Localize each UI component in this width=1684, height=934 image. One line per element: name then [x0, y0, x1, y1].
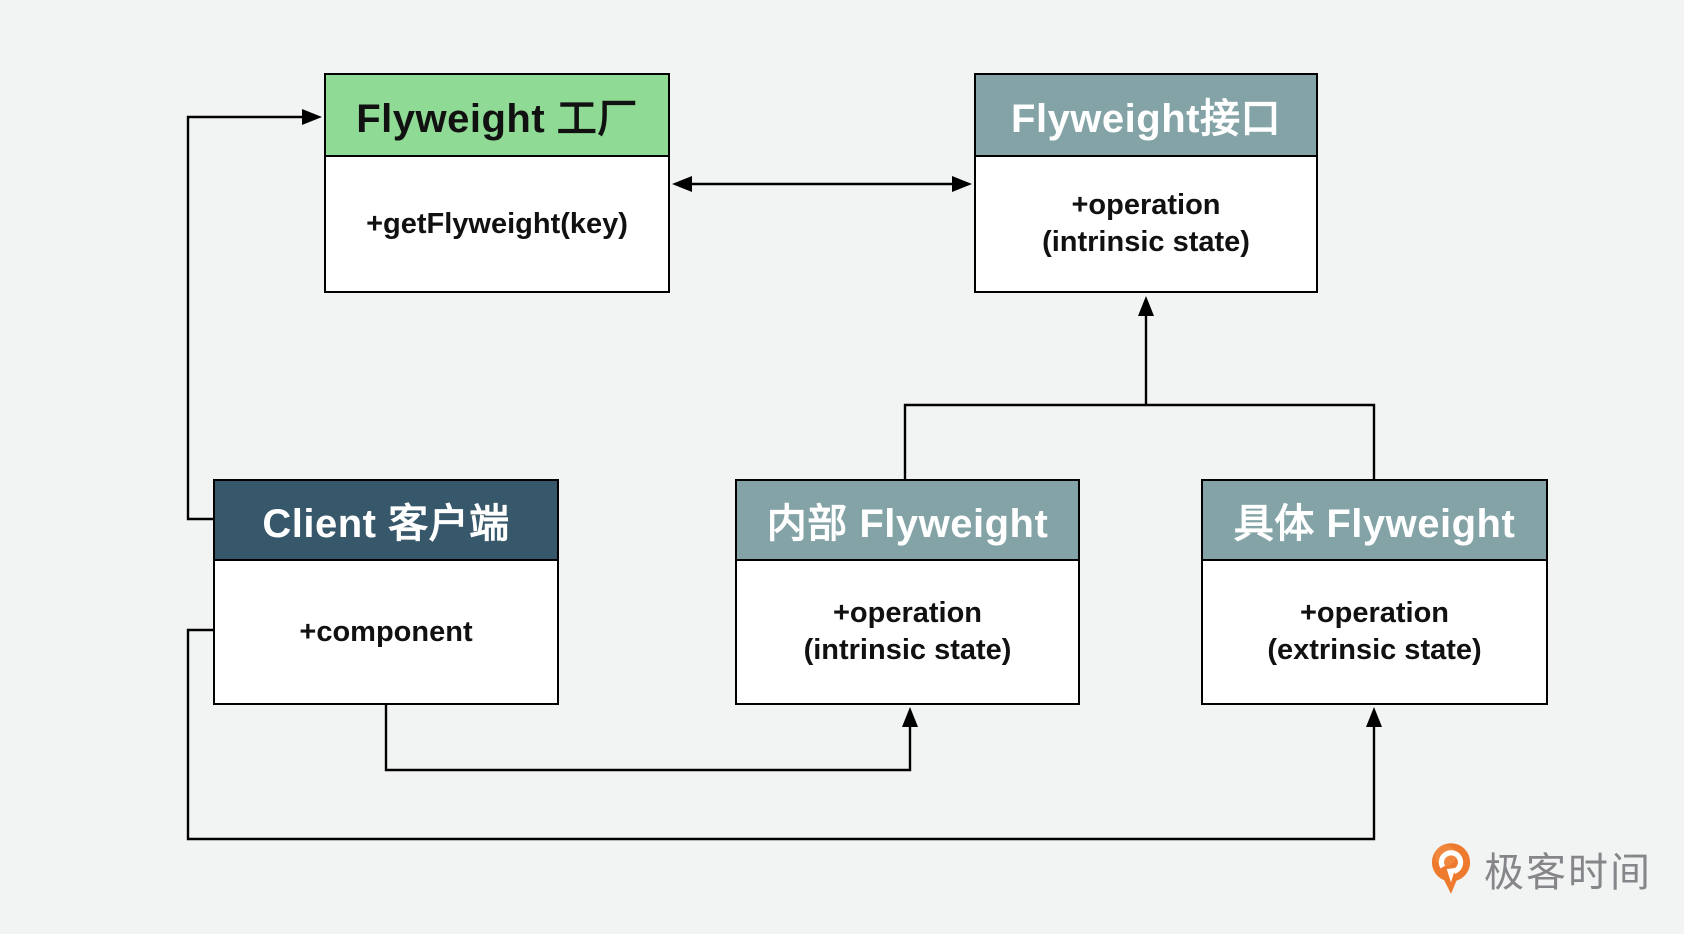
box-attribute: +component — [299, 615, 473, 648]
class-box-body: +operation (intrinsic state) — [737, 561, 1078, 703]
class-box-body: +operation (intrinsic state) — [976, 157, 1316, 291]
arrow-flyweights-to-interface — [903, 296, 1376, 479]
geektime-logo-text: 极客时间 — [1484, 851, 1652, 895]
box-method: +operation — [1071, 189, 1221, 221]
class-box-body: +getFlyweight(key) — [326, 157, 668, 291]
class-box-header: 具体 Flyweight — [1203, 481, 1546, 561]
box-method-detail: (extrinsic state) — [1267, 634, 1482, 666]
class-box-header: Flyweight接口 — [976, 75, 1316, 157]
class-box-header: Client 客户端 — [215, 481, 557, 561]
class-box-header: 内部 Flyweight — [737, 481, 1078, 561]
class-box-intrinsic-flyweight: 内部 Flyweight +operation (intrinsic state… — [735, 479, 1080, 705]
class-box-body: +component — [215, 561, 557, 703]
class-box-header: Flyweight 工厂 — [326, 75, 668, 157]
class-box-concrete-flyweight: 具体 Flyweight +operation (extrinsic state… — [1201, 479, 1548, 705]
box-title-flyweight-factory: Flyweight 工厂 — [356, 97, 638, 141]
box-method: +getFlyweight(key) — [366, 207, 628, 240]
class-box-client: Client 客户端 +component — [213, 479, 559, 705]
box-title-client: Client 客户端 — [262, 502, 510, 546]
arrow-client-to-concrete — [186, 628, 1382, 841]
geektime-logo: 极客时间 — [1430, 840, 1652, 898]
box-title-flyweight-interface: Flyweight接口 — [1011, 97, 1281, 141]
arrow-client-to-intrinsic — [384, 705, 918, 772]
box-method: +operation — [832, 597, 983, 629]
class-box-body: +operation (extrinsic state) — [1203, 561, 1546, 703]
arrow-factory-interface-bidirectional — [672, 176, 972, 192]
arrow-client-to-factory — [186, 109, 322, 521]
box-method-detail: (intrinsic state) — [803, 634, 1012, 666]
geektime-pin-icon — [1431, 843, 1471, 894]
class-box-flyweight-factory: Flyweight 工厂 +getFlyweight(key) — [324, 73, 670, 293]
box-title-intrinsic-flyweight: 内部 Flyweight — [766, 502, 1049, 546]
box-method-detail: (intrinsic state) — [1042, 226, 1250, 258]
class-box-flyweight-interface: Flyweight接口 +operation (intrinsic state) — [974, 73, 1318, 293]
box-title-concrete-flyweight: 具体 Flyweight — [1233, 502, 1516, 546]
box-method: +operation — [1299, 597, 1450, 629]
